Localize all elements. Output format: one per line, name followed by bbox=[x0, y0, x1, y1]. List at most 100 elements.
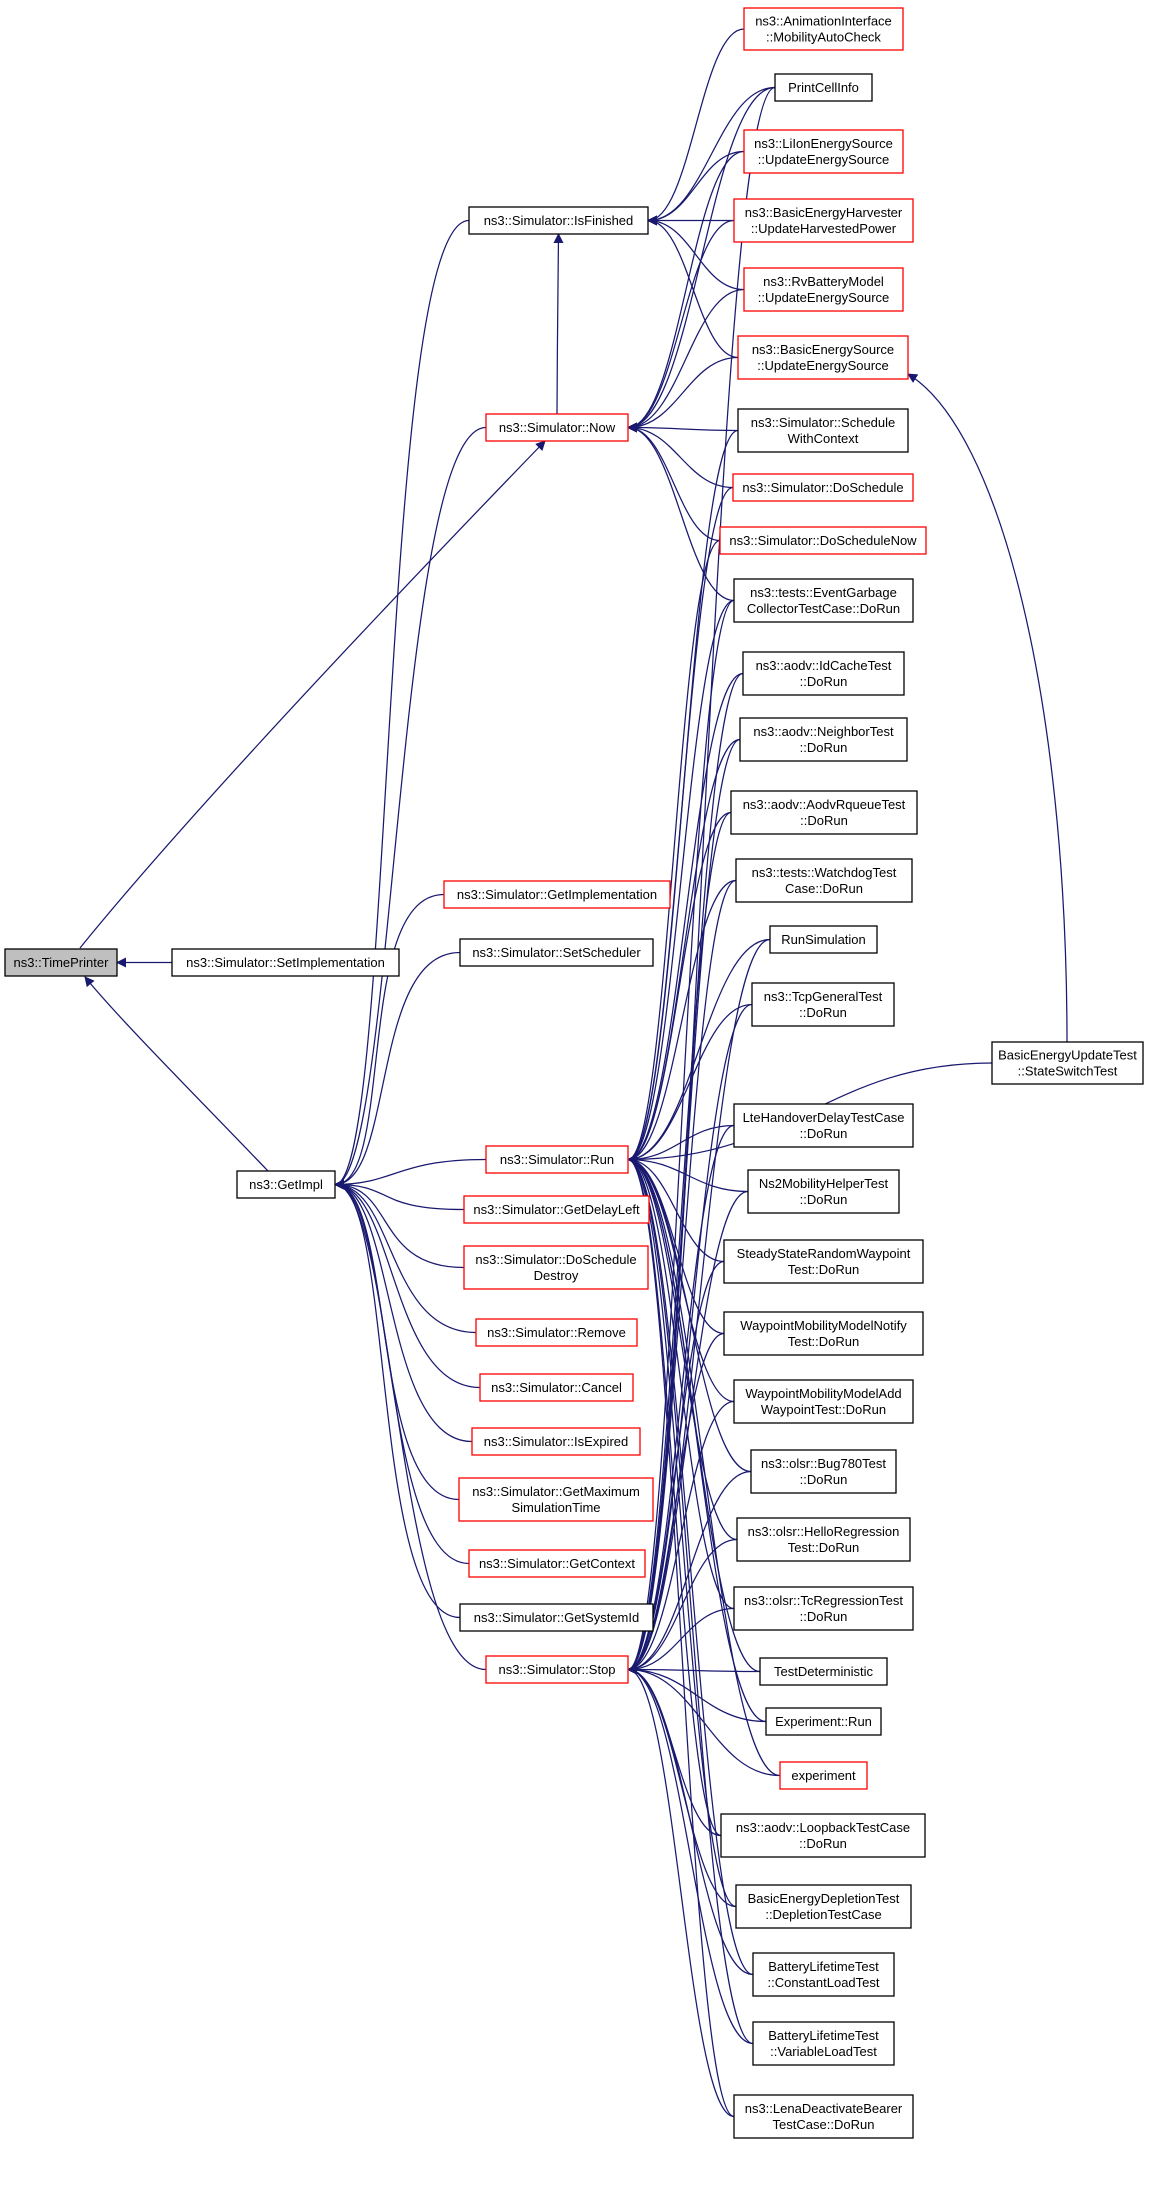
call-edge bbox=[627, 672, 744, 1165]
call-edge bbox=[334, 426, 487, 1190]
node-getsystemid[interactable]: ns3::Simulator::GetSystemId bbox=[459, 1603, 654, 1632]
call-edge bbox=[627, 1154, 767, 1723]
node-label: ::ConstantLoadTest bbox=[767, 1975, 879, 1990]
node-eventgarbage[interactable]: ns3::tests::EventGarbageCollectorTestCas… bbox=[733, 578, 914, 623]
node-label: ::DoRun bbox=[799, 1836, 847, 1851]
node-rvbattery[interactable]: ns3::RvBatteryModel::UpdateEnergySource bbox=[743, 267, 904, 312]
node-setscheduler[interactable]: ns3::Simulator::SetScheduler bbox=[459, 938, 654, 967]
node-tcregression[interactable]: ns3::olsr::TcRegressionTest::DoRun bbox=[733, 1586, 914, 1631]
node-label: WaypointTest::DoRun bbox=[761, 1402, 886, 1417]
node-setimpl[interactable]: ns3::Simulator::SetImplementation bbox=[171, 948, 400, 977]
call-edge bbox=[627, 1154, 749, 1193]
node-tcpgeneral[interactable]: ns3::TcpGeneralTest::DoRun bbox=[751, 982, 895, 1027]
node-label: ::MobilityAutoCheck bbox=[766, 30, 881, 45]
call-edge bbox=[647, 215, 739, 359]
call-edge bbox=[84, 976, 269, 1172]
node-basicenergyupdate[interactable]: BasicEnergyUpdateTest::StateSwitchTest bbox=[991, 1041, 1144, 1085]
node-box bbox=[171, 948, 400, 977]
node-animation[interactable]: ns3::AnimationInterface::MobilityAutoChe… bbox=[743, 7, 904, 51]
node-isfinished[interactable]: ns3::Simulator::IsFinished bbox=[468, 206, 649, 235]
node-box bbox=[733, 1586, 914, 1631]
node-box bbox=[720, 1813, 926, 1858]
node-box bbox=[735, 858, 913, 903]
node-dosschedulenow[interactable]: ns3::Simulator::DoScheduleNow bbox=[719, 526, 927, 555]
node-now[interactable]: ns3::Simulator::Now bbox=[485, 413, 629, 442]
node-getimpl[interactable]: ns3::GetImpl bbox=[236, 1170, 336, 1199]
node-basicenergysource[interactable]: ns3::BasicEnergySource::UpdateEnergySour… bbox=[737, 335, 909, 380]
node-label: ::UpdateEnergySource bbox=[757, 358, 889, 373]
node-testdeterministic[interactable]: TestDeterministic bbox=[759, 1657, 888, 1686]
node-ns2mobility[interactable]: Ns2MobilityHelperTest::DoRun bbox=[747, 1169, 900, 1214]
node-doschedule[interactable]: ns3::Simulator::DoSchedule bbox=[732, 473, 914, 502]
call-edge bbox=[334, 1179, 481, 1389]
node-label: ns3::Simulator::Cancel bbox=[491, 1380, 622, 1395]
call-edge bbox=[334, 1179, 473, 1443]
call-edge bbox=[627, 1664, 767, 1723]
node-box bbox=[4, 948, 118, 977]
node-box bbox=[458, 1477, 654, 1522]
node-box bbox=[759, 1657, 888, 1686]
node-box bbox=[485, 1655, 629, 1684]
node-run[interactable]: ns3::Simulator::Run bbox=[485, 1145, 629, 1174]
node-label: ns3::Simulator::Remove bbox=[487, 1325, 626, 1340]
node-box bbox=[733, 1103, 914, 1148]
node-batteryvariable[interactable]: BatteryLifetimeTest::VariableLoadTest bbox=[752, 2021, 895, 2066]
call-edge bbox=[627, 1664, 735, 2118]
node-loopback[interactable]: ns3::aodv::LoopbackTestCase::DoRun bbox=[720, 1813, 926, 1858]
node-label: ns3::Simulator::DoScheduleNow bbox=[729, 533, 917, 548]
node-label: ns3::aodv::NeighborTest bbox=[753, 724, 894, 739]
node-liion[interactable]: ns3::LiIonEnergySource::UpdateEnergySour… bbox=[743, 129, 904, 174]
node-experimentrun[interactable]: Experiment::Run bbox=[765, 1707, 882, 1736]
node-harvester[interactable]: ns3::BasicEnergyHarvester::UpdateHarvest… bbox=[733, 198, 914, 243]
node-cancel[interactable]: ns3::Simulator::Cancel bbox=[479, 1373, 634, 1402]
node-getimplementation[interactable]: ns3::Simulator::GetImplementation bbox=[443, 880, 671, 909]
node-label: ns3::Simulator::SetScheduler bbox=[472, 945, 641, 960]
node-label: ns3::TcpGeneralTest bbox=[764, 989, 883, 1004]
node-isexpired[interactable]: ns3::Simulator::IsExpired bbox=[471, 1427, 641, 1456]
node-box bbox=[733, 1379, 914, 1424]
call-edge bbox=[627, 356, 739, 433]
node-label: ns3::Simulator::GetImplementation bbox=[457, 887, 657, 902]
node-box bbox=[752, 2021, 895, 2066]
node-label: ::DoRun bbox=[800, 1126, 848, 1141]
node-label: ns3::olsr::Bug780Test bbox=[761, 1456, 886, 1471]
node-experiment[interactable]: experiment bbox=[779, 1761, 868, 1790]
node-printcellinfo[interactable]: PrintCellInfo bbox=[774, 73, 873, 102]
node-stop[interactable]: ns3::Simulator::Stop bbox=[485, 1655, 629, 1684]
node-label: ns3::olsr::HelloRegression bbox=[748, 1524, 900, 1539]
node-idcache[interactable]: ns3::aodv::IdCacheTest::DoRun bbox=[742, 651, 905, 696]
node-label: ::UpdateHarvestedPower bbox=[751, 221, 897, 236]
node-label: ns3::RvBatteryModel bbox=[763, 274, 884, 289]
node-label: ns3::Simulator::Schedule bbox=[751, 415, 896, 430]
node-label: ns3::Simulator::DoSchedule bbox=[742, 480, 903, 495]
node-box bbox=[733, 2094, 914, 2139]
call-edge bbox=[627, 1664, 754, 2045]
node-bug780[interactable]: ns3::olsr::Bug780Test::DoRun bbox=[750, 1449, 897, 1494]
node-label: ::UpdateEnergySource bbox=[758, 290, 890, 305]
call-edge bbox=[627, 879, 737, 1165]
node-waypointadd[interactable]: WaypointMobilityModelAddWaypointTest::Do… bbox=[733, 1379, 914, 1424]
node-getcontext[interactable]: ns3::Simulator::GetContext bbox=[468, 1549, 646, 1578]
node-box bbox=[739, 717, 908, 762]
node-depletion[interactable]: BasicEnergyDepletionTest::DepletionTestC… bbox=[735, 1884, 912, 1929]
call-edge bbox=[647, 215, 745, 291]
node-batteryconstant[interactable]: BatteryLifetimeTest::ConstantLoadTest bbox=[752, 1952, 895, 1997]
call-edge bbox=[907, 373, 1068, 1043]
node-label: ::DoRun bbox=[799, 1005, 847, 1020]
node-remove[interactable]: ns3::Simulator::Remove bbox=[475, 1318, 638, 1347]
node-neighbor[interactable]: ns3::aodv::NeighborTest::DoRun bbox=[739, 717, 908, 762]
node-runsimulation[interactable]: RunSimulation bbox=[769, 925, 878, 954]
node-getdelayleft[interactable]: ns3::Simulator::GetDelayLeft bbox=[463, 1195, 650, 1224]
node-aodvrqueue[interactable]: ns3::aodv::AodvRqueueTest::DoRun bbox=[730, 790, 918, 835]
node-box bbox=[743, 129, 904, 174]
call-edge bbox=[627, 1664, 754, 1976]
node-ltehandover[interactable]: LteHandoverDelayTestCase::DoRun bbox=[733, 1103, 914, 1148]
